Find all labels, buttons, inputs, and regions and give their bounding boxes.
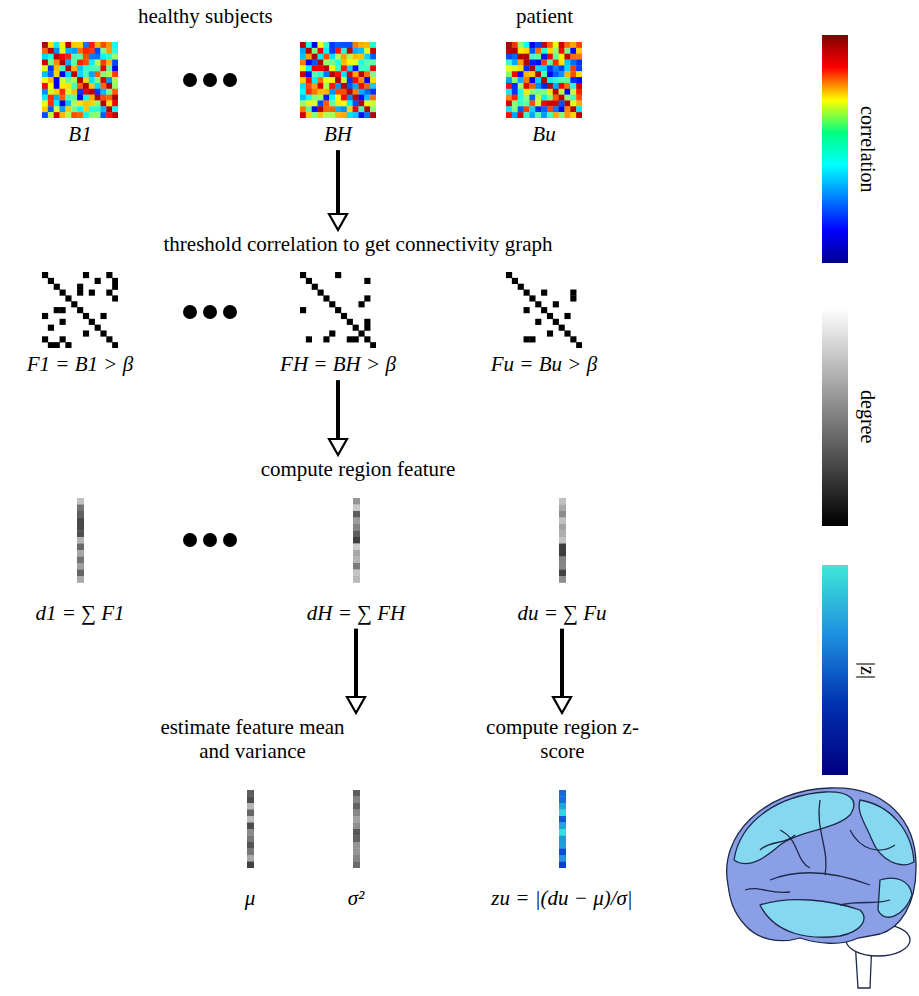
data-panel: Fu = Bu > β bbox=[464, 272, 624, 376]
data-panel: Bu bbox=[464, 42, 624, 146]
flow-arrow bbox=[329, 380, 347, 455]
heading-text: estimate feature mean and variance bbox=[158, 715, 348, 763]
stage-heading: compute region z-score bbox=[470, 715, 655, 763]
feature-vector bbox=[353, 498, 360, 583]
data-panel: μ bbox=[170, 790, 330, 910]
colorbar bbox=[822, 35, 848, 263]
legend-label: correlation bbox=[856, 106, 879, 193]
feature-vector bbox=[247, 790, 254, 868]
colorbar bbox=[822, 565, 848, 775]
math-label: BH bbox=[258, 122, 418, 146]
correlation-matrix bbox=[506, 42, 582, 118]
math-label: B1 bbox=[0, 122, 160, 146]
math-label: dH = ∑ FH bbox=[276, 601, 436, 625]
flow-arrow bbox=[553, 629, 571, 713]
math-label: du = ∑ Fu bbox=[482, 601, 642, 625]
math-label: FH = BH > β bbox=[258, 352, 418, 376]
flow-arrow bbox=[329, 150, 347, 230]
flow-arrow bbox=[347, 629, 365, 713]
stage-heading: threshold correlation to get connectivit… bbox=[108, 232, 608, 256]
connectivity-graph bbox=[506, 272, 582, 348]
data-panel: zu = |(du − μ)/σ| bbox=[482, 790, 642, 910]
math-label: σ² bbox=[276, 886, 436, 910]
brain-illustration bbox=[727, 788, 916, 988]
feature-vector bbox=[559, 498, 566, 583]
legend-label: |z| bbox=[856, 662, 879, 679]
math-label: F1 = B1 > β bbox=[0, 352, 160, 376]
data-panel: du = ∑ Fu bbox=[482, 498, 642, 625]
data-panel: BH bbox=[258, 42, 418, 146]
data-panel: B1 bbox=[0, 42, 160, 146]
data-panel: d1 = ∑ F1 bbox=[0, 498, 160, 625]
ellipsis-dots bbox=[183, 73, 237, 547]
colorbar-legend: degree bbox=[822, 308, 892, 526]
math-label: zu = |(du − μ)/σ| bbox=[482, 886, 642, 910]
math-label: Fu = Bu > β bbox=[464, 352, 624, 376]
colorbar-legend: correlation bbox=[822, 35, 892, 263]
math-label: Bu bbox=[464, 122, 624, 146]
colorbar-legend: |z| bbox=[822, 565, 892, 775]
feature-vector bbox=[353, 790, 360, 868]
heading-text: compute region feature bbox=[228, 457, 488, 481]
correlation-matrix bbox=[42, 42, 118, 118]
stage-heading: estimate feature mean and variance bbox=[140, 715, 365, 763]
data-panel: F1 = B1 > β bbox=[0, 272, 160, 376]
legend-label: degree bbox=[856, 390, 879, 443]
math-label: μ bbox=[170, 886, 330, 910]
connectivity-graph bbox=[42, 272, 118, 348]
data-panel: dH = ∑ FH bbox=[276, 498, 436, 625]
group-heading: healthy subjects bbox=[138, 4, 273, 29]
data-panel: FH = BH > β bbox=[258, 272, 418, 376]
group-heading: patient bbox=[516, 4, 573, 29]
feature-vector bbox=[77, 498, 84, 583]
colorbar bbox=[822, 308, 848, 526]
stage-heading: compute region feature bbox=[228, 457, 488, 481]
heading-text: compute region z-score bbox=[470, 715, 655, 763]
connectivity-graph bbox=[300, 272, 376, 348]
correlation-matrix bbox=[300, 42, 376, 118]
z-score-vector bbox=[559, 790, 566, 868]
heading-text: threshold correlation to get connectivit… bbox=[108, 232, 608, 256]
math-label: d1 = ∑ F1 bbox=[0, 601, 160, 625]
data-panel: σ² bbox=[276, 790, 436, 910]
